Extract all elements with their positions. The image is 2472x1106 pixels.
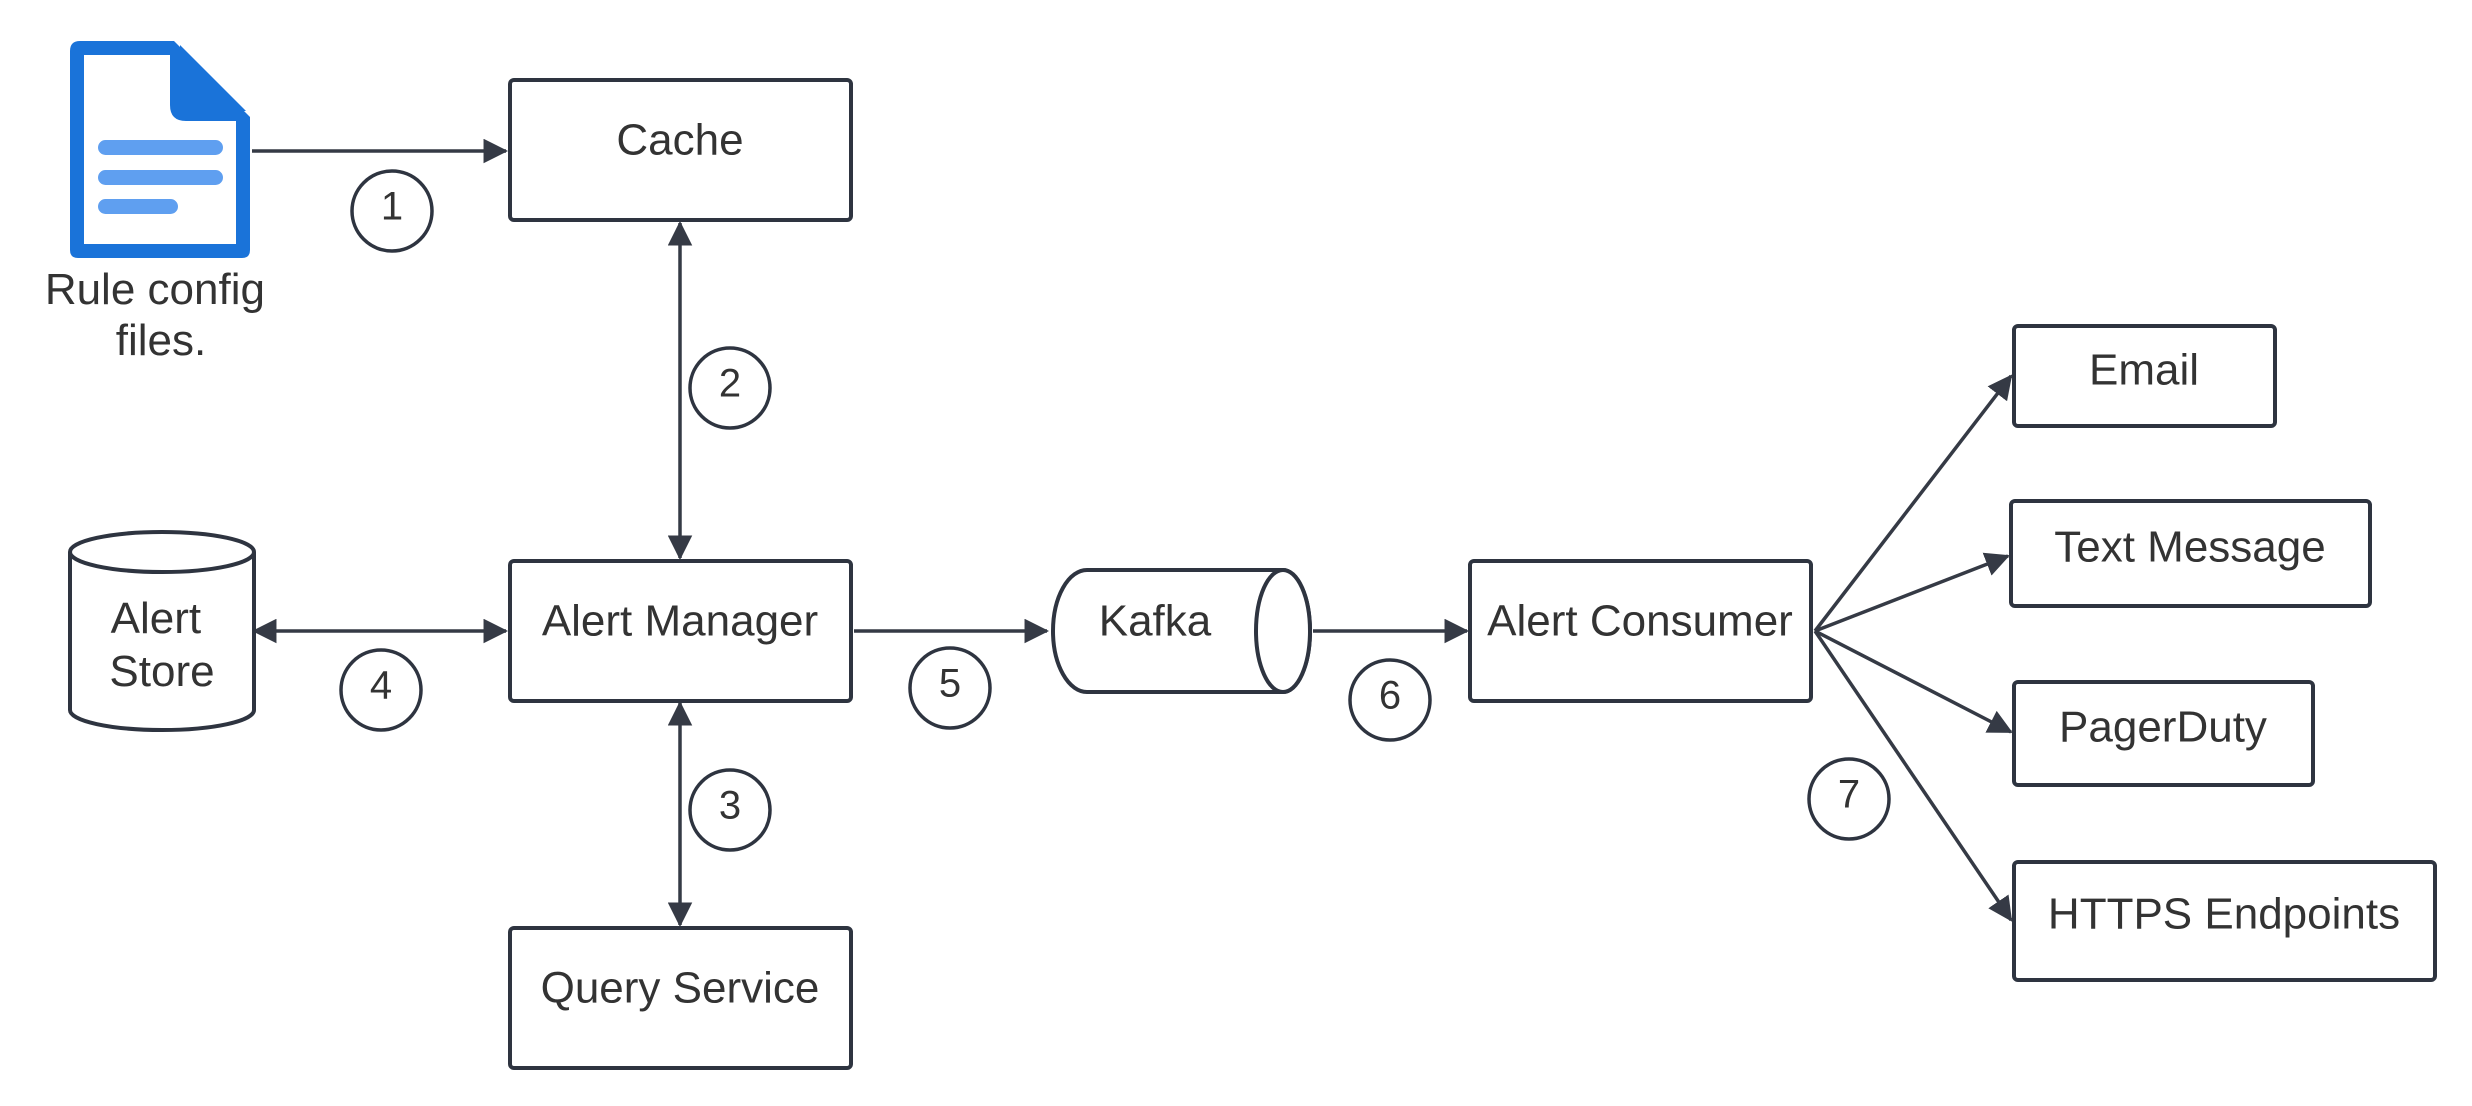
query-service-label: Query Service bbox=[541, 964, 820, 1013]
step-markers: 1 2 3 4 5 6 7 bbox=[339, 169, 1891, 852]
kafka-node: Kafka bbox=[1051, 568, 1312, 694]
step-number: 1 bbox=[381, 185, 403, 229]
step-marker-7: 7 bbox=[1807, 757, 1891, 841]
kafka-label: Kafka bbox=[1099, 597, 1212, 646]
step-marker-3: 3 bbox=[688, 768, 772, 852]
step-number: 7 bbox=[1838, 773, 1860, 817]
alert-consumer-label: Alert Consumer bbox=[1487, 597, 1793, 646]
rule-config-label: Rule config files. bbox=[45, 265, 277, 365]
cache-label: Cache bbox=[616, 116, 743, 165]
alert-store-label: Alert Store bbox=[109, 594, 214, 696]
alert-manager-node: Alert Manager bbox=[508, 559, 853, 703]
step-number: 4 bbox=[370, 664, 392, 708]
alert-store-label-line-2: Store bbox=[109, 647, 214, 696]
edge-consumer-to-https-endpoints bbox=[1813, 630, 2013, 922]
cache-node: Cache bbox=[508, 78, 853, 222]
https-endpoints-node: HTTPS Endpoints bbox=[2012, 860, 2437, 982]
step-marker-5: 5 bbox=[908, 646, 992, 730]
alert-store-node: Alert Store bbox=[68, 530, 256, 732]
email-label: Email bbox=[2089, 346, 2199, 395]
queue-icon bbox=[1051, 568, 1312, 694]
email-node: Email bbox=[2012, 324, 2277, 428]
step-number: 2 bbox=[719, 362, 741, 406]
rule-config-node: Rule config files. bbox=[45, 41, 277, 365]
step-marker-1: 1 bbox=[350, 169, 434, 253]
database-icon bbox=[68, 530, 256, 732]
alert-manager-label: Alert Manager bbox=[542, 597, 818, 646]
alert-consumer-node: Alert Consumer bbox=[1468, 559, 1813, 703]
rule-config-label-line-2: files. bbox=[116, 316, 206, 365]
text-message-label: Text Message bbox=[2054, 523, 2325, 572]
edge-consumer-to-email bbox=[1813, 374, 2013, 633]
step-number: 6 bbox=[1379, 674, 1401, 718]
step-number: 3 bbox=[719, 784, 741, 828]
query-service-node: Query Service bbox=[508, 926, 853, 1070]
pagerduty-label: PagerDuty bbox=[2059, 703, 2267, 752]
pagerduty-node: PagerDuty bbox=[2012, 680, 2315, 787]
text-message-node: Text Message bbox=[2009, 499, 2372, 608]
document-icon bbox=[70, 41, 250, 258]
alert-store-label-line-1: Alert bbox=[111, 594, 201, 643]
edge-consumer-to-text-message bbox=[1814, 552, 2010, 633]
step-marker-4: 4 bbox=[339, 648, 423, 732]
connectors bbox=[251, 138, 2013, 928]
step-marker-6: 6 bbox=[1348, 658, 1432, 742]
https-endpoints-label: HTTPS Endpoints bbox=[2048, 890, 2400, 939]
rule-config-label-line-1: Rule config bbox=[45, 265, 265, 314]
step-number: 5 bbox=[939, 662, 961, 706]
step-marker-2: 2 bbox=[688, 346, 772, 430]
edge-consumer-to-pagerduty bbox=[1814, 629, 2013, 734]
